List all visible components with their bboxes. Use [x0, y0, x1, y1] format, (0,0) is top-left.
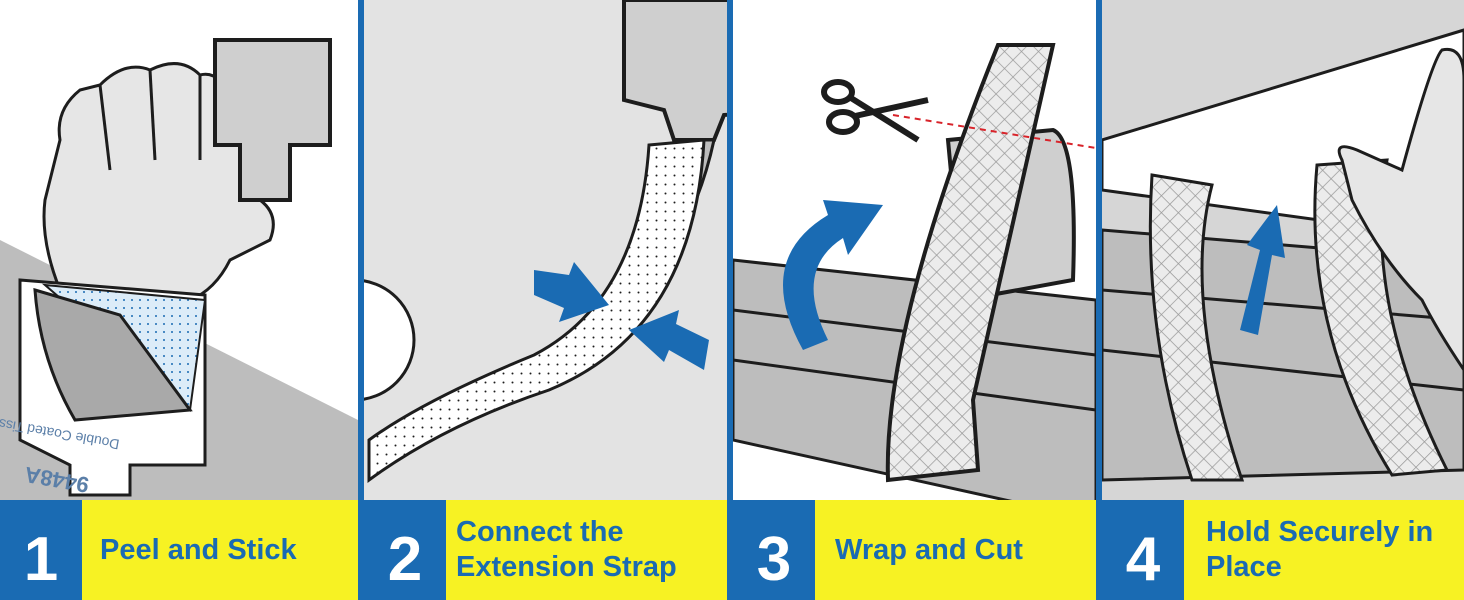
step-panel-3: 3 Wrap and Cut — [733, 0, 1096, 600]
step-3-caption: 3 Wrap and Cut — [733, 500, 1096, 600]
step-4-label: Hold Securely in Place — [1184, 500, 1464, 600]
step-1-illustration: Double Coated Tissue Tape 9448A — [0, 0, 358, 500]
step-3-number: 3 — [733, 500, 815, 600]
step-2-number: 2 — [364, 500, 446, 600]
step-3-label: Wrap and Cut — [815, 500, 1096, 600]
arrow-icon — [534, 262, 709, 370]
step-4-number: 4 — [1102, 500, 1184, 600]
step-3-illustration — [733, 0, 1096, 500]
scissors-icon — [821, 79, 929, 143]
step-4-illustration — [1102, 0, 1464, 500]
step-2-caption: 2 Connect the Extension Strap — [364, 500, 727, 600]
step-panel-2: 2 Connect the Extension Strap — [364, 0, 727, 600]
step-panel-4: 4 Hold Securely in Place — [1102, 0, 1464, 600]
step-1-number: 1 — [0, 500, 82, 600]
arrow-icon — [1240, 205, 1285, 335]
step-4-caption: 4 Hold Securely in Place — [1102, 500, 1464, 600]
step-1-label: Peel and Stick — [82, 500, 358, 600]
step-2-illustration — [364, 0, 727, 500]
step-2-label: Connect the Extension Strap — [446, 500, 727, 600]
curved-arrow-icon — [783, 200, 883, 350]
step-1-caption: 1 Peel and Stick — [0, 500, 358, 600]
hand-icon — [1337, 47, 1464, 373]
step-panel-1: Double Coated Tissue Tape 9448A 1 Peel a… — [0, 0, 358, 600]
